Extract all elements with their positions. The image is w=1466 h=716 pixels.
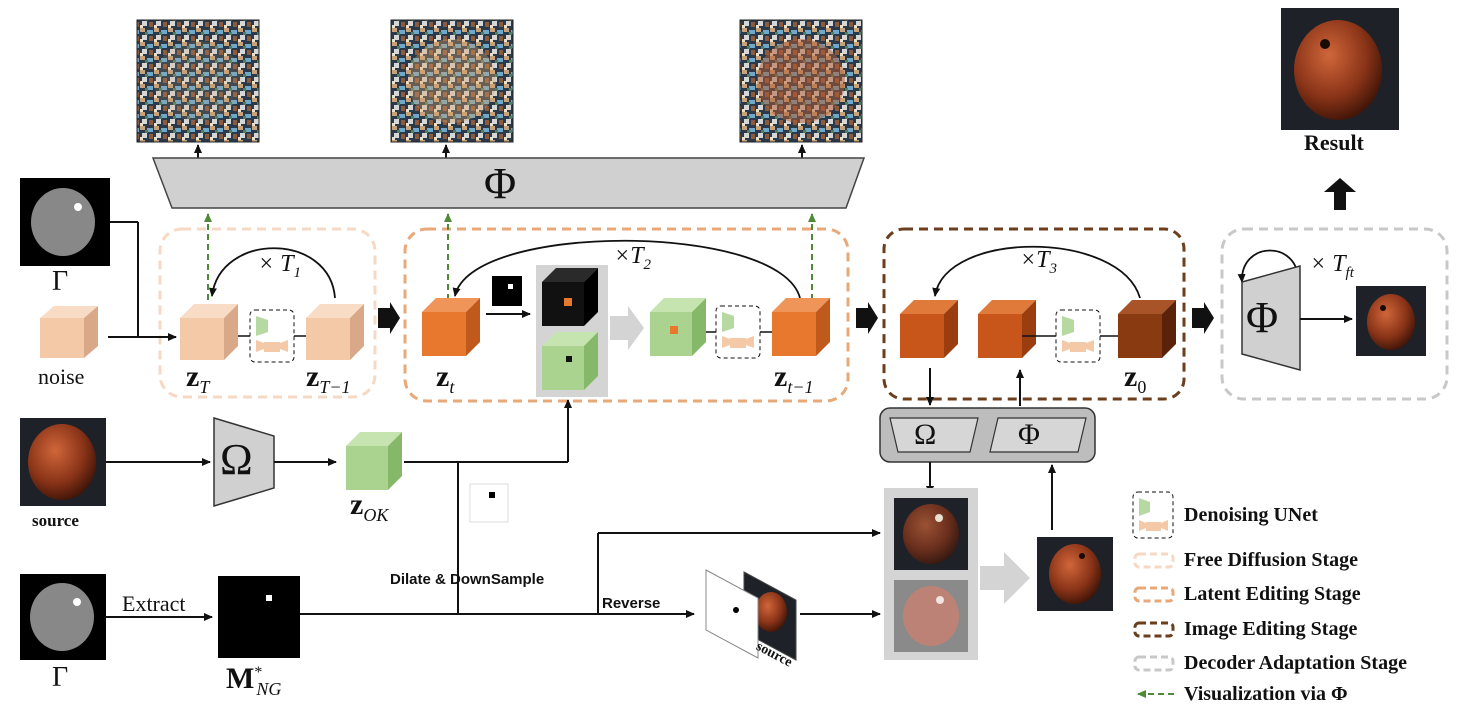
free-repeat-label: × T1 (258, 251, 302, 281)
box-phi-label: Φ (1018, 418, 1040, 451)
z0-label: z0 (1124, 360, 1147, 397)
legend-decoder-text: Decoder Adaptation Stage (1184, 652, 1407, 674)
result-label: Result (1304, 130, 1364, 155)
noise-image-1 (136, 19, 260, 143)
latent-editing-stage-box (403, 227, 850, 403)
zOK-label: zOK (350, 488, 389, 525)
cube-zt (422, 298, 480, 356)
legend-latent-text: Latent Editing Stage (1184, 583, 1361, 605)
noise-image-3 (739, 19, 863, 143)
source-image (20, 418, 106, 506)
decoder-repeat-label: × Tft (1310, 251, 1354, 281)
mask-image (218, 576, 300, 658)
decoder-bar (151, 157, 866, 209)
legend-unet-text: Denoising UNet (1184, 504, 1318, 526)
reverse-stack (705, 569, 797, 661)
decoder-output-image (1356, 286, 1426, 356)
zt-label: zt (436, 360, 455, 397)
mask-mini-2 (469, 483, 509, 523)
cube-zT (180, 304, 238, 360)
cube-green-mask (542, 332, 598, 390)
zT-1-label: zT−1 (306, 360, 351, 397)
decoder-adapt-phi-label: Φ (1246, 293, 1279, 342)
image-repeat-label: ×T3 (1020, 247, 1058, 277)
legend-unet-icon (1132, 491, 1174, 539)
decoder-adaptation-stage-box (1220, 227, 1449, 401)
up-arrow-result (1324, 178, 1356, 210)
latent-repeat-label: ×T2 (614, 243, 652, 273)
zt-1-label: zt−1 (774, 360, 814, 397)
gray-arrow-latent (610, 306, 644, 350)
source-label: source (32, 511, 79, 530)
unet-icon-3 (1055, 309, 1101, 363)
gamma-image-top (20, 178, 110, 266)
box-omega-label: Ω (914, 418, 937, 451)
gray-arrow-blend (980, 552, 1030, 604)
stage-arrow-3 (1192, 302, 1214, 334)
zT-label: zT (186, 360, 210, 397)
blended-result-image (1037, 537, 1113, 611)
cube-black (542, 268, 598, 326)
mask-mini-1 (492, 276, 522, 306)
encoder-omega-label: Ω (220, 435, 253, 484)
cube-zOK (346, 432, 402, 490)
cube-zT-1 (306, 304, 364, 360)
extract-label: Extract (122, 591, 186, 616)
noise-image-2 (390, 19, 514, 143)
gamma-label-top: Γ (52, 266, 69, 297)
legend-visualization-text: Visualization via Φ (1184, 683, 1348, 705)
cube-z0 (1118, 300, 1176, 358)
cube-image-2 (978, 300, 1036, 358)
decoder-adapt-trapezoid (1241, 265, 1301, 371)
gamma-label-bottom: Γ (52, 662, 69, 693)
decoder-phi-label: Φ (484, 159, 517, 208)
stage-arrow-2 (856, 302, 878, 334)
stage-arrow-1 (378, 302, 400, 334)
free-diffusion-stage-box (158, 227, 377, 399)
result-image (1281, 8, 1399, 130)
encoder-omega (213, 416, 275, 508)
gamma-image-bottom (20, 574, 106, 660)
noise-cube (40, 306, 98, 358)
blend-image-top (894, 498, 968, 570)
cube-zt-1 (772, 298, 830, 356)
dilate-label: Dilate & DownSample (390, 571, 545, 588)
reverse-label: Reverse (602, 595, 661, 612)
legend-free-text: Free Diffusion Stage (1184, 549, 1359, 571)
legend-image-text: Image Editing Stage (1184, 618, 1358, 640)
cube-green-mixed (650, 298, 706, 356)
unet-icon-1 (249, 309, 295, 363)
unet-icon-2 (715, 305, 761, 359)
mask-label: M*NG (226, 662, 282, 699)
cube-image-1 (900, 300, 958, 358)
noise-label: noise (38, 364, 85, 389)
blend-image-bottom (894, 580, 968, 652)
